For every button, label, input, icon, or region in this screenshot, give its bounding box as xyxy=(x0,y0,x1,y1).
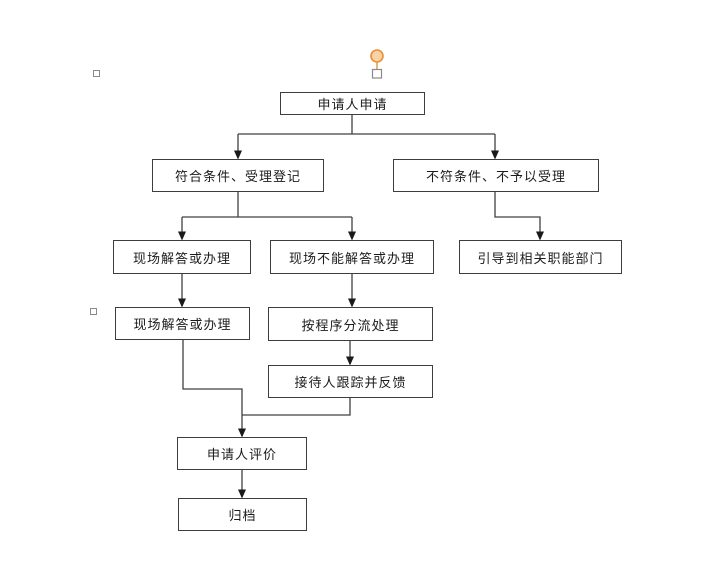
node-receptionist-track[interactable]: 接待人跟踪并反馈 xyxy=(268,365,433,398)
node-applicant-evaluation[interactable]: 申请人评价 xyxy=(177,437,307,470)
node-guide-to-department[interactable]: 引导到相关职能部门 xyxy=(459,240,622,274)
node-meets-conditions[interactable]: 符合条件、受理登记 xyxy=(152,159,324,192)
connector-onsite2-to-evaluate xyxy=(182,340,246,438)
node-onsite-answer-2[interactable]: 现场解答或办理 xyxy=(115,307,250,340)
shape-selection-handles xyxy=(355,40,405,90)
object-anchor-marker xyxy=(93,70,100,77)
rotation-handle-icon[interactable] xyxy=(370,49,384,63)
node-archive[interactable]: 归档 xyxy=(178,498,307,531)
connector-track-to-evaluate xyxy=(242,398,351,416)
node-applicant-applies[interactable]: 申请人申请 xyxy=(280,92,425,115)
connector-to-guide xyxy=(494,192,544,241)
node-procedure-dispatch[interactable]: 按程序分流处理 xyxy=(268,307,433,341)
node-onsite-answer-1[interactable]: 现场解答或办理 xyxy=(113,240,251,274)
node-not-meets-conditions[interactable]: 不符条件、不予以受理 xyxy=(393,159,599,192)
node-cannot-answer-onsite[interactable]: 现场不能解答或办理 xyxy=(270,240,434,274)
object-anchor-marker xyxy=(90,308,97,315)
selection-handle-icon[interactable] xyxy=(371,68,383,79)
